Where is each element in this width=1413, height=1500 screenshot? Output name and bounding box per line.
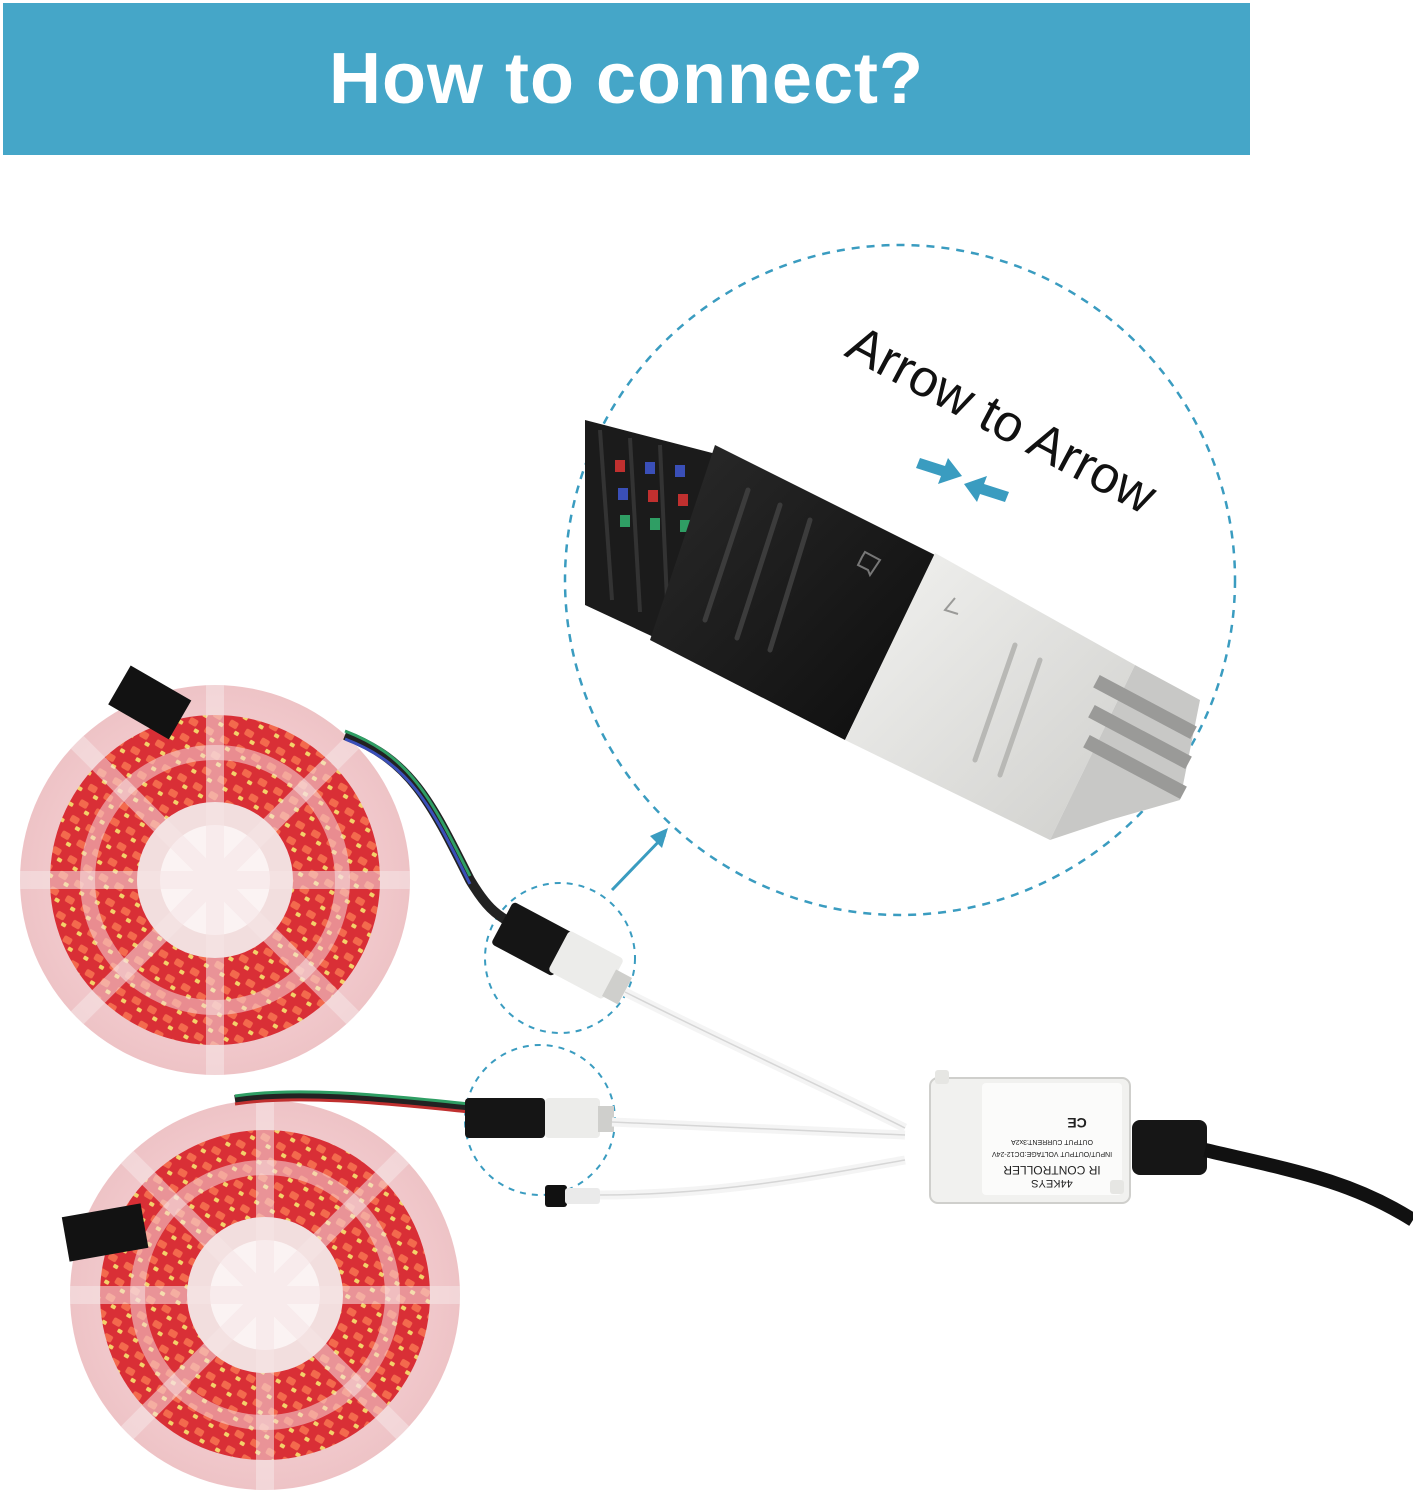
led-strip-reel-lower: [61, 1100, 460, 1490]
zoom-white-connector: [845, 553, 1200, 840]
ir-controller-box: 44KEYS IR CONTROLLER INPUT/OUTPUT VOLTAG…: [929, 1070, 1131, 1204]
reel-lower-end-connector: [61, 1203, 149, 1262]
controller-name: IR CONTROLLER: [1003, 1163, 1101, 1177]
zoom-ribbon-cable: [585, 420, 720, 640]
ir-receiver-plug: [545, 1185, 600, 1207]
rgb-lead-lower: [234, 1090, 471, 1114]
page-title: How to connect?: [329, 39, 924, 119]
zoom-black-arrow-icon: [856, 550, 882, 578]
controller-brand: 44KEYS: [1031, 1177, 1073, 1189]
facing-arrows-icon: [916, 458, 1009, 502]
zoom-black-connector: [650, 445, 935, 740]
zoom-circle: [563, 243, 1237, 917]
controller-spec-output: OUTPUT CURRENT:3x2A: [1011, 1138, 1093, 1145]
reel-upper-end-connector: [108, 665, 192, 740]
connector-pair-lower: [465, 1098, 614, 1138]
dc-power-jack: [1132, 1120, 1413, 1226]
zoom-pointer-arrow-icon: [610, 828, 668, 892]
rgb-lead-upper: [343, 729, 518, 930]
zoom-white-arrow-icon: [943, 597, 959, 615]
header-banner: How to connect?: [3, 3, 1250, 155]
controller-spec-input: INPUT/OUTPUT VOLTAGE:DC12-24V: [992, 1150, 1113, 1157]
led-strip-reel-upper: [20, 665, 410, 1075]
splitter-wires: [599, 987, 908, 1200]
zoom-callout: Arrow to Arrow: [563, 243, 1237, 917]
connection-highlight-upper: [484, 882, 636, 1034]
controller-ce-mark: CE: [1067, 1115, 1086, 1131]
connector-pair-upper: [492, 902, 632, 1005]
